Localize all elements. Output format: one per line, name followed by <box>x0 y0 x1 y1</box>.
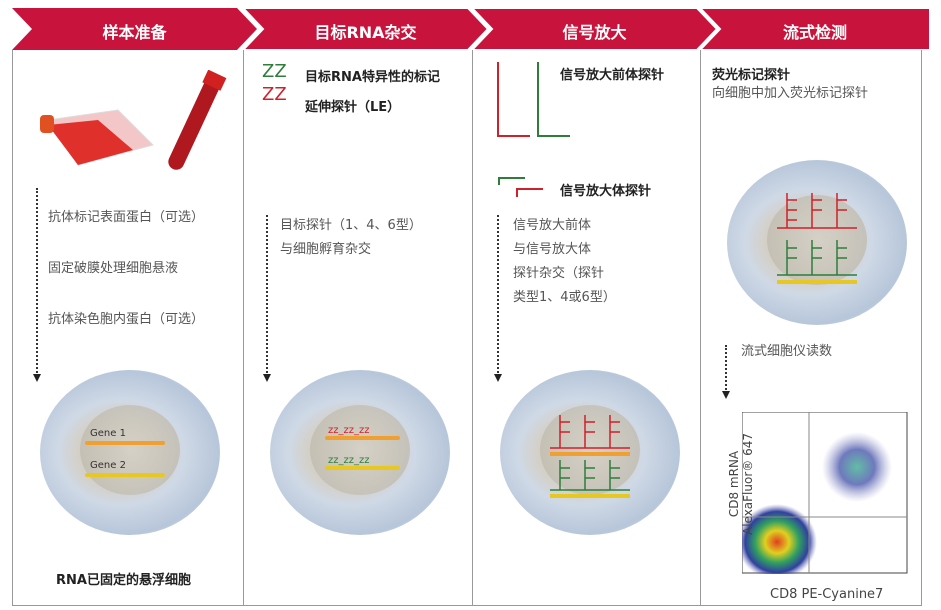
arrow-down-icon <box>263 374 271 382</box>
cell-image: Gene 1 Gene 2 <box>40 370 220 535</box>
sample-caption: RNA已固定的悬浮细胞 <box>56 573 191 588</box>
flow-arrow-line <box>497 215 499 373</box>
probe-label: 延伸探针（LE） <box>305 100 401 115</box>
gene-1-label: Gene 1 <box>90 428 126 439</box>
label-probe-desc: 向细胞中加入荧光标记探针 <box>712 86 869 101</box>
arrow-down-icon <box>494 374 502 382</box>
readout-label: 流式细胞仪读数 <box>741 344 833 359</box>
amp-label: 信号放大体探针 <box>560 184 652 199</box>
step-title: 流式检测 <box>782 23 847 42</box>
step-text: 探针杂交（探针 <box>513 266 605 281</box>
zz-probe-green-icon: zz_zz_zz <box>328 455 370 466</box>
step-text: 目标探针（1、4、6型） <box>280 218 422 233</box>
step-text: 抗体标记表面蛋白（可选） <box>48 210 205 225</box>
step-title: 信号放大 <box>562 23 627 42</box>
step-header-2: 目标RNA杂交 <box>243 8 488 50</box>
arrow-down-icon <box>33 374 41 382</box>
amplifier-icon <box>498 177 543 197</box>
label-probe-title: 荧光标记探针 <box>712 68 791 83</box>
amplified-probe-tree-icon <box>550 415 630 498</box>
step-title: 目标RNA杂交 <box>314 23 417 42</box>
step-text: 抗体染色胞内蛋白（可选） <box>48 312 205 327</box>
step-text: 信号放大前体 <box>513 218 592 233</box>
step-text: 与信号放大体 <box>513 242 592 257</box>
preamplifier-icon <box>497 62 570 137</box>
cell-image <box>727 160 907 325</box>
step-header-4: 流式检测 <box>700 8 930 50</box>
panel-flow-detection <box>700 50 922 606</box>
labeled-probe-tree-icon <box>777 193 857 284</box>
step-text: 类型1、4或6型） <box>513 290 616 305</box>
flow-arrow-line <box>36 188 38 373</box>
step-header-3: 信号放大 <box>472 8 717 50</box>
probe-label: 目标RNA特异性的标记 <box>305 70 440 85</box>
zz-probe-green-icon: ZZ <box>262 61 287 82</box>
step-text: 固定破膜处理细胞悬液 <box>48 261 179 276</box>
arrow-down-icon <box>722 391 730 399</box>
x-axis-label: CD8 PE-Cyanine7 <box>770 587 884 602</box>
gene-2-label: Gene 2 <box>90 460 126 471</box>
flask-and-tube-icon <box>40 70 227 170</box>
step-title: 样本准备 <box>102 23 167 42</box>
flow-cytometry-plot <box>742 412 908 574</box>
step-text: 与细胞孵育杂交 <box>280 242 372 257</box>
cell-image <box>500 370 680 535</box>
cell-image: zz_zz_zz zz_zz_zz <box>270 370 450 535</box>
preamp-label: 信号放大前体探针 <box>560 68 665 83</box>
step-header-1: 样本准备 <box>12 8 257 50</box>
zz-probe-red-icon: zz_zz_zz <box>328 425 370 436</box>
flow-arrow-line <box>725 345 727 390</box>
zz-probe-red-icon: ZZ <box>262 84 287 105</box>
flow-arrow-line <box>266 215 268 373</box>
